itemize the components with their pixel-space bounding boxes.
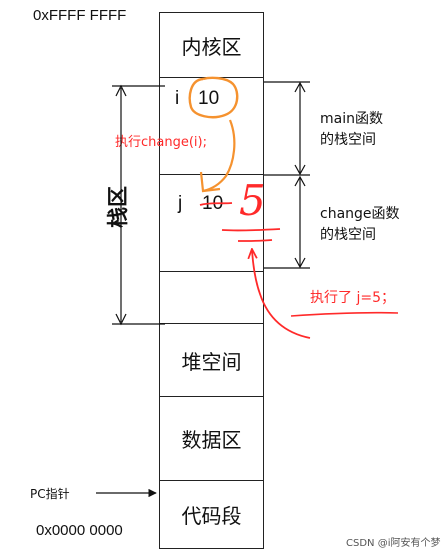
assign-note-underline [290, 311, 399, 317]
assign-note: 执行了 j=5； [310, 290, 395, 306]
data-region-label: 数据区 [181, 428, 242, 452]
main-var-name: i [175, 88, 180, 109]
pc-pointer-label: PC指针 [30, 487, 70, 501]
stack-free-slot [159, 272, 264, 324]
top-address-label: 0xFFFF FFFF [33, 7, 127, 24]
heap-region-label: 堆空间 [181, 349, 242, 374]
change-frame-label-line1: change函数 [320, 206, 400, 222]
red-mark-under-new-value [221, 228, 281, 232]
red-update-arrow [252, 250, 311, 339]
change-var-name: j [178, 193, 183, 214]
orange-copy-arrow [202, 119, 236, 193]
heap-region: 堆空间 [159, 324, 264, 397]
strike-old-value [199, 202, 233, 206]
call-note: 执行change(i); [115, 135, 207, 150]
code-region-label: 代码段 [181, 504, 242, 528]
watermark-text: CSDN @i阿安有个梦 [346, 538, 441, 549]
bottom-address-label: 0x0000 0000 [36, 522, 123, 539]
change-stack-frame [159, 175, 264, 272]
data-region: 数据区 [159, 397, 264, 481]
main-frame-label-line1: main函数 [320, 111, 383, 127]
stack-area-bracket [112, 84, 165, 326]
orange-copy-arrowhead [199, 171, 221, 193]
red-mark-under-new-value-2 [237, 239, 273, 242]
orange-highlight-circle [188, 76, 239, 119]
main-stack-frame [159, 78, 264, 175]
main-frame-label-line2: 的栈空间 [320, 132, 376, 148]
main-frame-bracket [264, 81, 310, 176]
code-region: 代码段 [159, 481, 264, 549]
main-var-value: 10 [198, 88, 220, 109]
change-frame-bracket [264, 175, 310, 269]
change-frame-label-line2: 的栈空间 [320, 227, 376, 243]
change-var-new-value: 5 [239, 176, 266, 225]
kernel-region-label: 内核区 [181, 34, 242, 59]
